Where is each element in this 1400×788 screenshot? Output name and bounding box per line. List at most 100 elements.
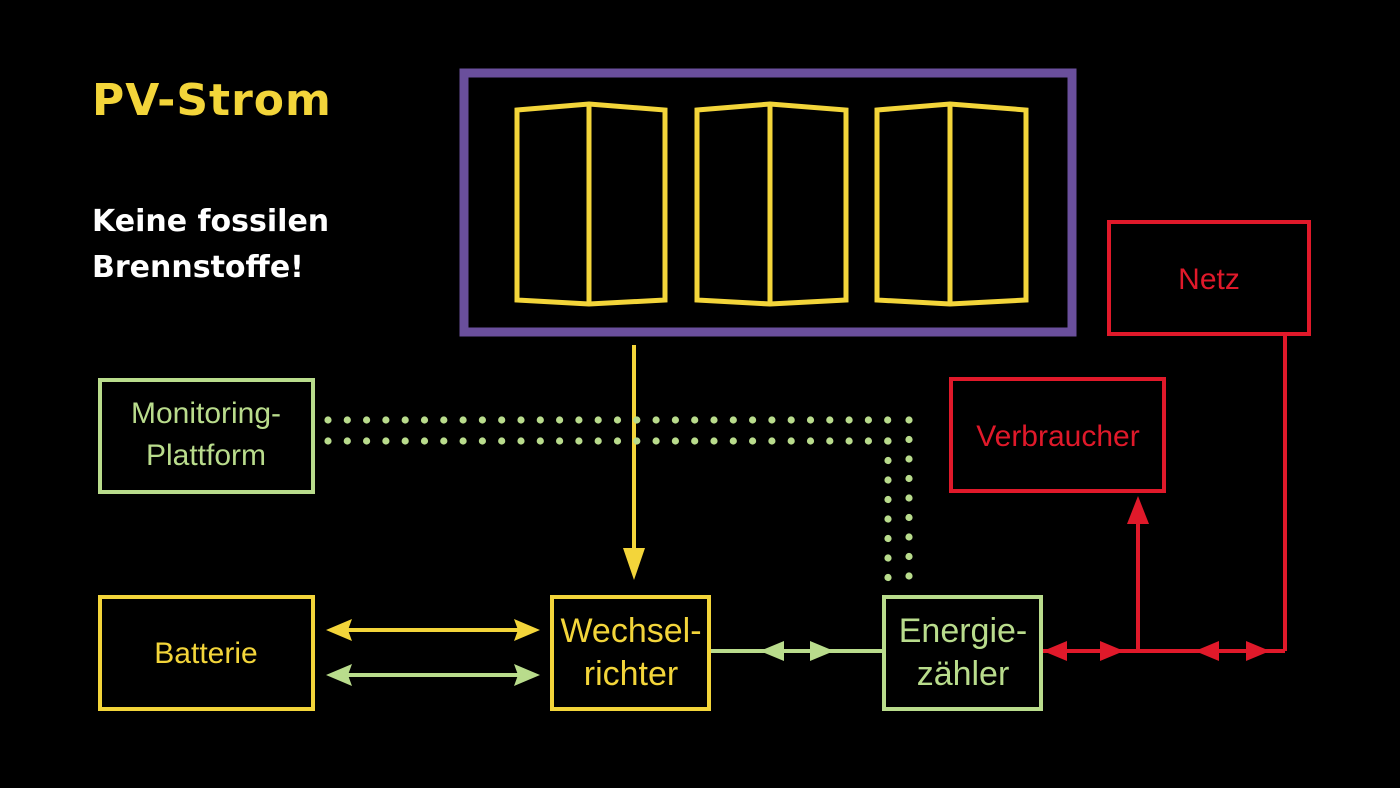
data-dot xyxy=(382,437,390,445)
data-dot xyxy=(768,437,776,445)
grid-box: Netz xyxy=(1107,220,1311,336)
data-dot xyxy=(691,437,699,445)
data-dot xyxy=(575,437,583,445)
data-dot xyxy=(633,437,641,445)
grid-label: Netz xyxy=(1178,263,1240,296)
battery-label: Batterie xyxy=(154,637,257,670)
data-dot xyxy=(633,416,641,424)
data-dot xyxy=(905,455,913,463)
data-dot xyxy=(420,437,429,445)
data-dot xyxy=(536,416,544,424)
grid-connections xyxy=(1043,336,1287,661)
data-dot xyxy=(459,437,467,445)
data-dot xyxy=(905,513,913,522)
data-dot xyxy=(575,416,583,424)
data-dot xyxy=(652,437,660,445)
data-dot xyxy=(905,572,913,580)
panel-array-frame xyxy=(459,68,1077,337)
data-dot xyxy=(556,437,564,445)
data-dot xyxy=(671,437,680,445)
data-dot xyxy=(710,416,718,424)
data-dot xyxy=(806,437,815,445)
energy-meter-label-line-2: zähler xyxy=(917,655,1010,693)
data-dot xyxy=(343,437,351,445)
inverter-label-line-2: richter xyxy=(584,655,678,693)
data-dot xyxy=(884,476,892,484)
consumer-box: Verbraucher xyxy=(949,377,1166,493)
data-dot xyxy=(498,416,506,424)
monitoring-label-line-2: Plattform xyxy=(146,439,266,472)
inverter-meter-link xyxy=(711,641,884,661)
subtitle-line-1: Keine fossilen xyxy=(92,204,329,239)
data-dot xyxy=(498,437,506,445)
data-dot xyxy=(671,416,680,424)
data-dot xyxy=(363,437,371,445)
data-dot xyxy=(768,416,776,424)
data-dot xyxy=(845,416,853,424)
data-dot xyxy=(864,416,873,424)
data-dot xyxy=(652,416,660,424)
data-dot xyxy=(691,416,699,424)
data-dot xyxy=(826,437,834,445)
data-dot xyxy=(905,533,913,541)
data-dot xyxy=(536,437,544,445)
battery-box: Batterie xyxy=(98,595,315,711)
data-dot xyxy=(884,534,892,543)
data-dot xyxy=(729,416,737,424)
data-dot xyxy=(401,416,409,424)
data-dot xyxy=(884,456,892,465)
page-title: PV-Strom xyxy=(92,75,332,126)
data-dot xyxy=(459,416,467,424)
solar-panel-3 xyxy=(874,101,1029,307)
data-dot xyxy=(905,435,913,444)
data-dot xyxy=(845,437,853,445)
data-dot xyxy=(594,437,602,445)
monitoring-label-line-1: Monitoring- xyxy=(131,397,281,430)
energy-meter-label-line-1: Energie- xyxy=(899,612,1028,650)
data-dot xyxy=(420,416,429,424)
consumer-label: Verbraucher xyxy=(976,420,1139,453)
data-dot xyxy=(884,554,892,562)
inverter-box: Wechsel- richter xyxy=(550,595,711,711)
data-dot xyxy=(749,416,757,424)
subtitle-line-2: Brennstoffe! xyxy=(92,250,304,285)
data-dot xyxy=(324,416,332,424)
data-dot xyxy=(613,416,622,424)
data-dot xyxy=(324,437,332,445)
data-dot xyxy=(382,416,390,424)
data-dot xyxy=(594,416,602,424)
data-dot xyxy=(363,416,371,424)
data-dot xyxy=(884,416,892,424)
data-dot xyxy=(556,416,564,424)
arrow-panels-to-inverter xyxy=(623,345,645,580)
data-dot xyxy=(787,437,795,445)
data-dot xyxy=(806,416,815,424)
solar-panel-array xyxy=(459,68,1077,337)
data-dot xyxy=(864,437,873,445)
data-dot xyxy=(905,416,913,424)
data-dot xyxy=(826,416,834,424)
data-dot xyxy=(884,515,892,523)
data-dot xyxy=(440,416,448,424)
battery-inverter-arrows xyxy=(326,619,540,686)
data-dot xyxy=(517,416,525,424)
data-dot xyxy=(749,437,757,445)
data-dot xyxy=(478,416,486,424)
data-dot xyxy=(905,494,913,502)
energy-meter-box: Energie- zähler xyxy=(882,595,1043,711)
solar-panel-2 xyxy=(694,101,849,307)
monitoring-data-connection xyxy=(324,416,913,582)
data-dot xyxy=(884,573,892,582)
data-dot xyxy=(613,437,622,445)
solar-panel-1 xyxy=(514,101,668,307)
data-dot xyxy=(905,474,913,483)
data-dot xyxy=(401,437,409,445)
data-dot xyxy=(343,416,351,424)
data-dot xyxy=(729,437,737,445)
data-dot xyxy=(884,495,892,504)
data-dot xyxy=(905,552,913,561)
monitoring-platform-box: Monitoring- Plattform xyxy=(98,378,315,494)
data-dot xyxy=(440,437,448,445)
data-dot xyxy=(478,437,486,445)
